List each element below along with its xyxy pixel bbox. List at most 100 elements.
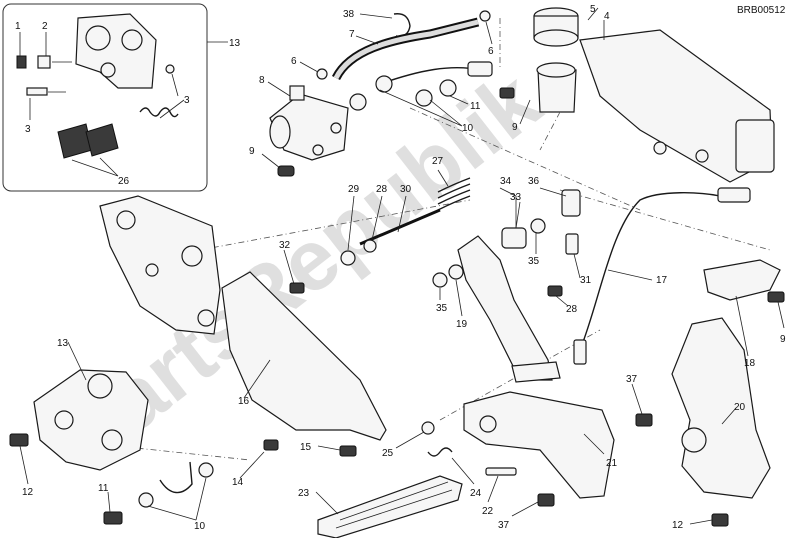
hose-clip-left [316, 68, 328, 80]
return-spring [437, 177, 471, 211]
inset-bleed-screw [16, 55, 72, 69]
bracket-hole [681, 427, 707, 453]
callout-label: 10 [462, 123, 474, 134]
callout-label: 9 [249, 146, 255, 157]
callout-label: 22 [482, 506, 494, 517]
callout-label: 35 [436, 303, 448, 314]
callout-label: 24 [470, 488, 482, 499]
callout-label: 9 [780, 334, 786, 345]
callout-label: 16 [238, 396, 250, 407]
callout-label: 19 [456, 319, 468, 330]
callout-label: 13 [229, 38, 241, 49]
fluid-reservoir [533, 7, 579, 113]
callout-label: 34 [500, 176, 512, 187]
washer-35-a [432, 272, 448, 288]
reservoir-bracket [579, 29, 775, 183]
callout-label: 1 [15, 21, 21, 32]
callout-label: 25 [382, 448, 394, 459]
bolt-9-right [767, 291, 785, 303]
bolt-15 [339, 445, 357, 457]
pivot-bracket-18 [703, 259, 781, 301]
bolt-12 [9, 433, 29, 447]
callout-label: 33 [510, 192, 522, 203]
callout-labels: 1 2 13 3 3 26 38 7 6 6 5 4 8 11 10 9 9 2… [15, 4, 786, 532]
callout-label: 28 [566, 304, 578, 315]
callout-label: 32 [279, 240, 291, 251]
callout-leaders [19, 7, 785, 525]
callout-label: 10 [194, 521, 206, 532]
hose-clip-right [479, 10, 491, 22]
callout-label: 27 [432, 156, 444, 167]
callout-label: 28 [376, 184, 388, 195]
bolt-32 [289, 282, 305, 294]
callout-label: 29 [348, 184, 360, 195]
callout-label: 11 [470, 101, 481, 112]
pushrod [359, 208, 441, 246]
brake-line-fitting [467, 61, 493, 77]
brake-light-switch [573, 339, 587, 365]
drawing-code: BRB00512 [737, 5, 786, 16]
master-cylinder [269, 85, 349, 161]
washer-19 [448, 264, 464, 280]
hose-clamp [393, 13, 411, 37]
arm-pivot [479, 415, 497, 433]
callout-label: 37 [498, 520, 510, 531]
callout-label: 35 [528, 256, 540, 267]
bolt-37-lower [537, 493, 555, 507]
pivot-pin-36 [561, 189, 581, 217]
callout-label: 38 [343, 9, 355, 20]
nut-28 [363, 239, 377, 253]
footpeg-bracket-right [671, 317, 771, 499]
footpeg-spring [427, 447, 453, 457]
inset-caliper [75, 13, 157, 89]
nut-29 [340, 250, 356, 266]
callout-label: 23 [298, 488, 310, 499]
inset-spring [139, 107, 179, 118]
callout-label: 21 [606, 458, 618, 469]
bolt-12-right [711, 513, 729, 527]
callout-label: 37 [626, 374, 638, 385]
callout-label: 2 [42, 21, 48, 32]
footpeg-arm [463, 391, 615, 499]
switch-connector [717, 187, 751, 203]
bolt-11 [103, 511, 123, 525]
callout-label: 7 [349, 29, 355, 40]
callout-label: 20 [734, 402, 746, 413]
inset-pin [26, 87, 66, 96]
reservoir-hose [331, 17, 480, 81]
callout-label: 12 [22, 487, 34, 498]
washer-10-b [198, 462, 214, 478]
inset-clip [165, 64, 175, 74]
detent-ball [421, 421, 435, 435]
callout-label: 12 [672, 520, 684, 531]
bolt-9-reservoir [499, 87, 515, 99]
callout-label: 6 [488, 46, 494, 57]
bolt-28 [547, 285, 563, 297]
bushing-33 [501, 227, 527, 249]
callout-label: 5 [590, 4, 596, 15]
detail-inset-frame [2, 3, 208, 192]
callout-label: 6 [291, 56, 297, 67]
callout-label: 18 [744, 358, 756, 369]
rear-brake-caliper [33, 369, 149, 471]
callout-label: 14 [232, 477, 244, 488]
callout-label: 11 [98, 483, 109, 494]
washer-10-a [138, 492, 154, 508]
callout-label: 26 [118, 176, 130, 187]
heel-guard-plate [221, 271, 387, 441]
callout-label: 30 [400, 184, 412, 195]
callout-label: 36 [528, 176, 540, 187]
caliper-brake-pipe [159, 461, 193, 494]
bolt-9-left [277, 165, 295, 177]
callout-label: 8 [259, 75, 265, 86]
callout-label: 15 [300, 442, 312, 453]
callout-label: 17 [656, 275, 668, 286]
callout-label: 3 [25, 124, 31, 135]
pin-31 [565, 233, 579, 255]
frame-bracket-left [99, 195, 221, 335]
footpeg-pin-22 [485, 467, 517, 476]
washer-35-b [530, 218, 546, 234]
footpeg [317, 475, 463, 538]
callout-label: 13 [57, 338, 69, 349]
